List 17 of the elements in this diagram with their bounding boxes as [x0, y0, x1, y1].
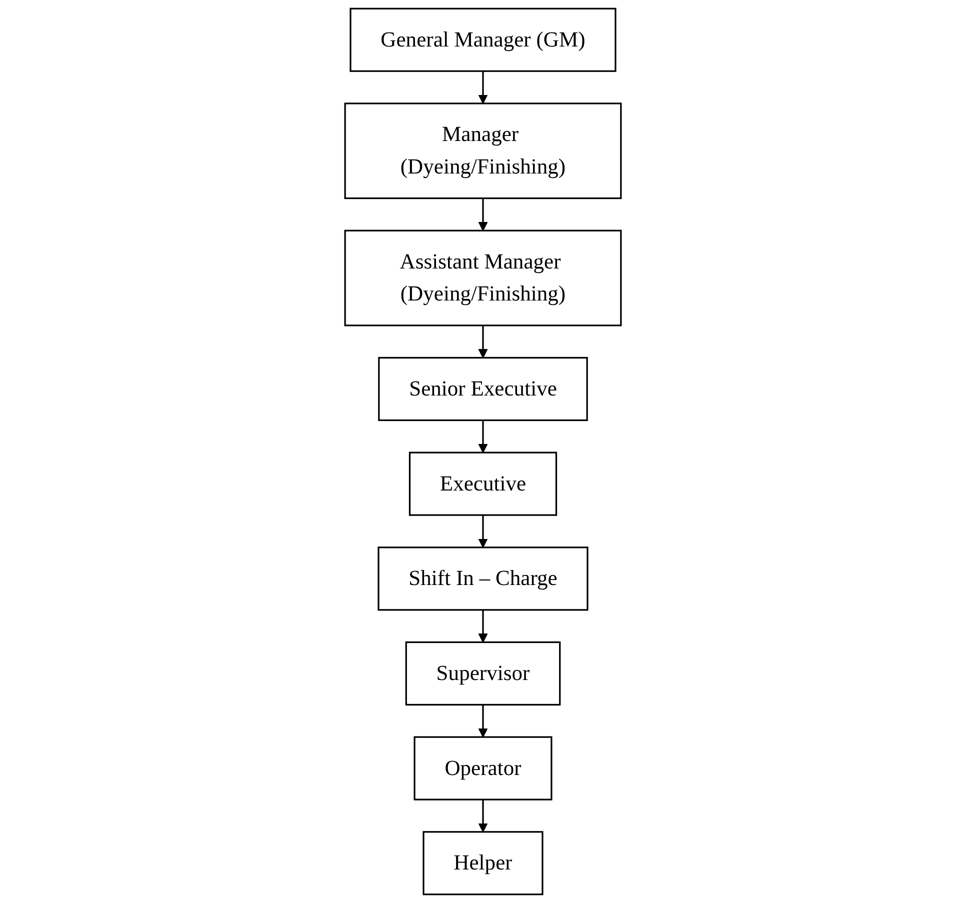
- node-box: Shift In – Charge: [378, 546, 588, 611]
- node-box: Operator: [414, 736, 552, 800]
- node-box: Helper: [422, 831, 544, 896]
- arrow: [478, 325, 488, 358]
- arrow: [478, 71, 488, 104]
- node-box: Assistant Manager (Dyeing/Finishing): [344, 230, 622, 326]
- arrow: [478, 704, 488, 738]
- node-box: General Manager (GM): [350, 8, 616, 72]
- arrow: [478, 198, 488, 232]
- arrow: [478, 515, 488, 548]
- node-box: Supervisor: [405, 641, 561, 706]
- arrow: [478, 610, 488, 643]
- arrow: [478, 800, 488, 832]
- node-box: Senior Executive: [378, 356, 588, 422]
- arrow: [478, 420, 488, 453]
- node-box: Executive: [408, 452, 558, 516]
- node-box: Manager (Dyeing/Finishing): [344, 102, 622, 200]
